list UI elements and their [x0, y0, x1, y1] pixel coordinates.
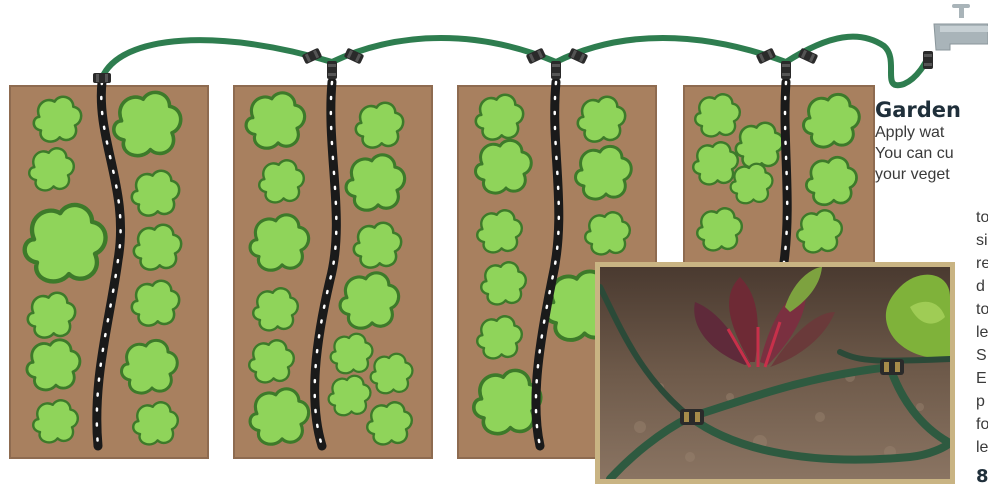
- plant-icon: [250, 215, 309, 270]
- plant-icon: [477, 210, 522, 252]
- plant-icon: [134, 225, 181, 270]
- body-text-line: si: [976, 229, 988, 252]
- plant-icon: [122, 340, 178, 393]
- plant-icon: [329, 376, 371, 416]
- plant-icon: [27, 340, 80, 390]
- intro-line: Apply wat: [875, 122, 944, 143]
- plant-icon: [474, 370, 541, 433]
- body-text-line: to: [976, 298, 988, 321]
- plant-icon: [354, 223, 401, 268]
- plant-icon: [340, 273, 399, 328]
- plant-icon: [259, 160, 304, 202]
- plant-icon: [736, 123, 783, 168]
- plant-icon: [33, 400, 78, 442]
- y-connector-icon: [551, 61, 561, 79]
- plant-icon: [476, 140, 532, 193]
- body-text-line: le: [976, 436, 988, 459]
- plant-icon: [250, 389, 309, 444]
- y-connector-icon: [327, 61, 337, 79]
- plant-icon: [133, 402, 178, 444]
- inset-photo: [595, 262, 955, 484]
- supply-hose: [102, 37, 930, 86]
- y-connector-icon: [302, 48, 323, 65]
- part-number: 8: [976, 466, 988, 487]
- plant-icon: [371, 354, 413, 394]
- plant-icon: [578, 97, 625, 142]
- plant-icon: [114, 92, 181, 155]
- body-text-line: fo: [976, 413, 988, 436]
- plant-icon: [346, 155, 405, 210]
- y-connector-icon: [923, 51, 933, 69]
- y-connector-icon: [93, 73, 111, 83]
- plant-icon: [253, 288, 298, 330]
- y-connector-icon: [781, 61, 791, 79]
- plant-icon: [695, 94, 740, 136]
- body-text-line: re: [976, 252, 988, 275]
- y-connectors: [93, 48, 933, 83]
- plant-icon: [249, 340, 294, 382]
- plant-icon: [28, 293, 75, 338]
- body-text-line: d: [976, 275, 985, 298]
- plant-icon: [477, 316, 522, 358]
- plant-icon: [806, 157, 856, 204]
- body-text-line: le: [976, 321, 988, 344]
- y-connector-icon: [880, 359, 904, 375]
- plant-icon: [246, 93, 305, 148]
- body-text-line: S: [976, 344, 987, 367]
- body-text-line: p: [976, 390, 985, 413]
- plant-icon: [697, 208, 742, 250]
- plant-icon: [693, 142, 738, 184]
- y-connector-icon: [680, 409, 704, 425]
- plant-icon: [34, 97, 81, 142]
- soaker-hose-icon: [784, 82, 787, 262]
- plant-icon: [481, 262, 526, 304]
- plant-icon: [476, 95, 523, 140]
- plant-icon: [132, 281, 179, 326]
- plant-icon: [576, 146, 632, 199]
- plant-icon: [804, 94, 860, 147]
- plant-icon: [356, 103, 403, 148]
- plant-icon: [29, 148, 74, 190]
- plant-icon: [731, 164, 773, 204]
- faucet-icon: [934, 4, 988, 50]
- plant-icon: [25, 205, 106, 281]
- body-text-line: to: [976, 206, 988, 229]
- page-title: Garden: [875, 98, 961, 122]
- plant-icon: [367, 402, 412, 444]
- intro-line: You can cu: [875, 143, 954, 164]
- body-text-line: E: [976, 367, 987, 390]
- plant-icon: [132, 171, 179, 216]
- plant-icon: [797, 210, 842, 252]
- plant-icon: [585, 212, 630, 254]
- plant-icon: [331, 334, 373, 374]
- photo-image: [600, 267, 950, 479]
- intro-line: your veget: [875, 164, 950, 185]
